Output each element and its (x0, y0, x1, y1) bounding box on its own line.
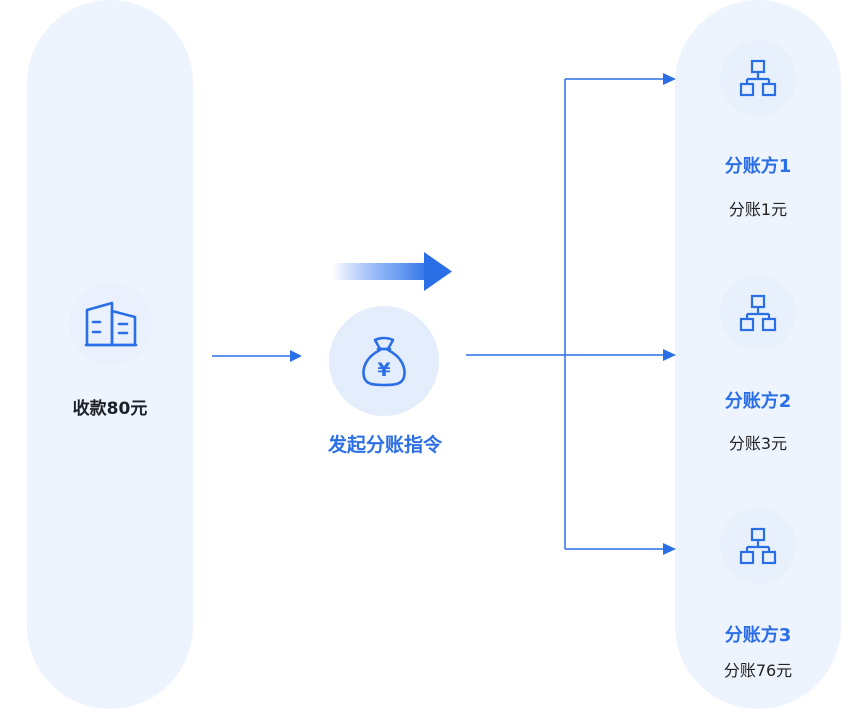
receiver-2-name: 分账方2 (724, 391, 792, 412)
payer-icon-circle (69, 282, 153, 366)
receiver-2-amount: 分账3元 (728, 434, 788, 453)
payer-amount-label: 收款80元 (72, 399, 148, 419)
receiver-1-icon-circle (720, 40, 796, 116)
building-icon (84, 301, 138, 347)
instruction-label: 发起分账指令 (327, 434, 442, 456)
instruction-to-receivers-bracket (466, 73, 676, 555)
receivers-panel (675, 0, 841, 709)
arrowhead-receiver-2 (663, 349, 676, 361)
receiver-3-amount: 分账76元 (723, 661, 793, 680)
payer-to-instruction-arrow (212, 350, 302, 362)
org-chart-icon (739, 59, 777, 97)
direction-arrow (332, 252, 452, 291)
receiver-3-name: 分账方3 (724, 625, 792, 646)
receiver-1-amount: 分账1元 (728, 200, 788, 219)
receiver-1-name: 分账方1 (724, 156, 792, 177)
arrowhead-receiver-3 (663, 543, 676, 555)
instruction-icon-circle: ¥ (329, 306, 439, 416)
receiver-2-icon-circle (720, 275, 796, 351)
org-chart-icon (739, 527, 777, 565)
org-chart-icon (739, 294, 777, 332)
receiver-3-icon-circle (720, 508, 796, 584)
yuan-symbol: ¥ (377, 359, 390, 381)
arrowhead-receiver-1 (663, 73, 676, 85)
money-bag-yuan-icon: ¥ (362, 336, 406, 387)
